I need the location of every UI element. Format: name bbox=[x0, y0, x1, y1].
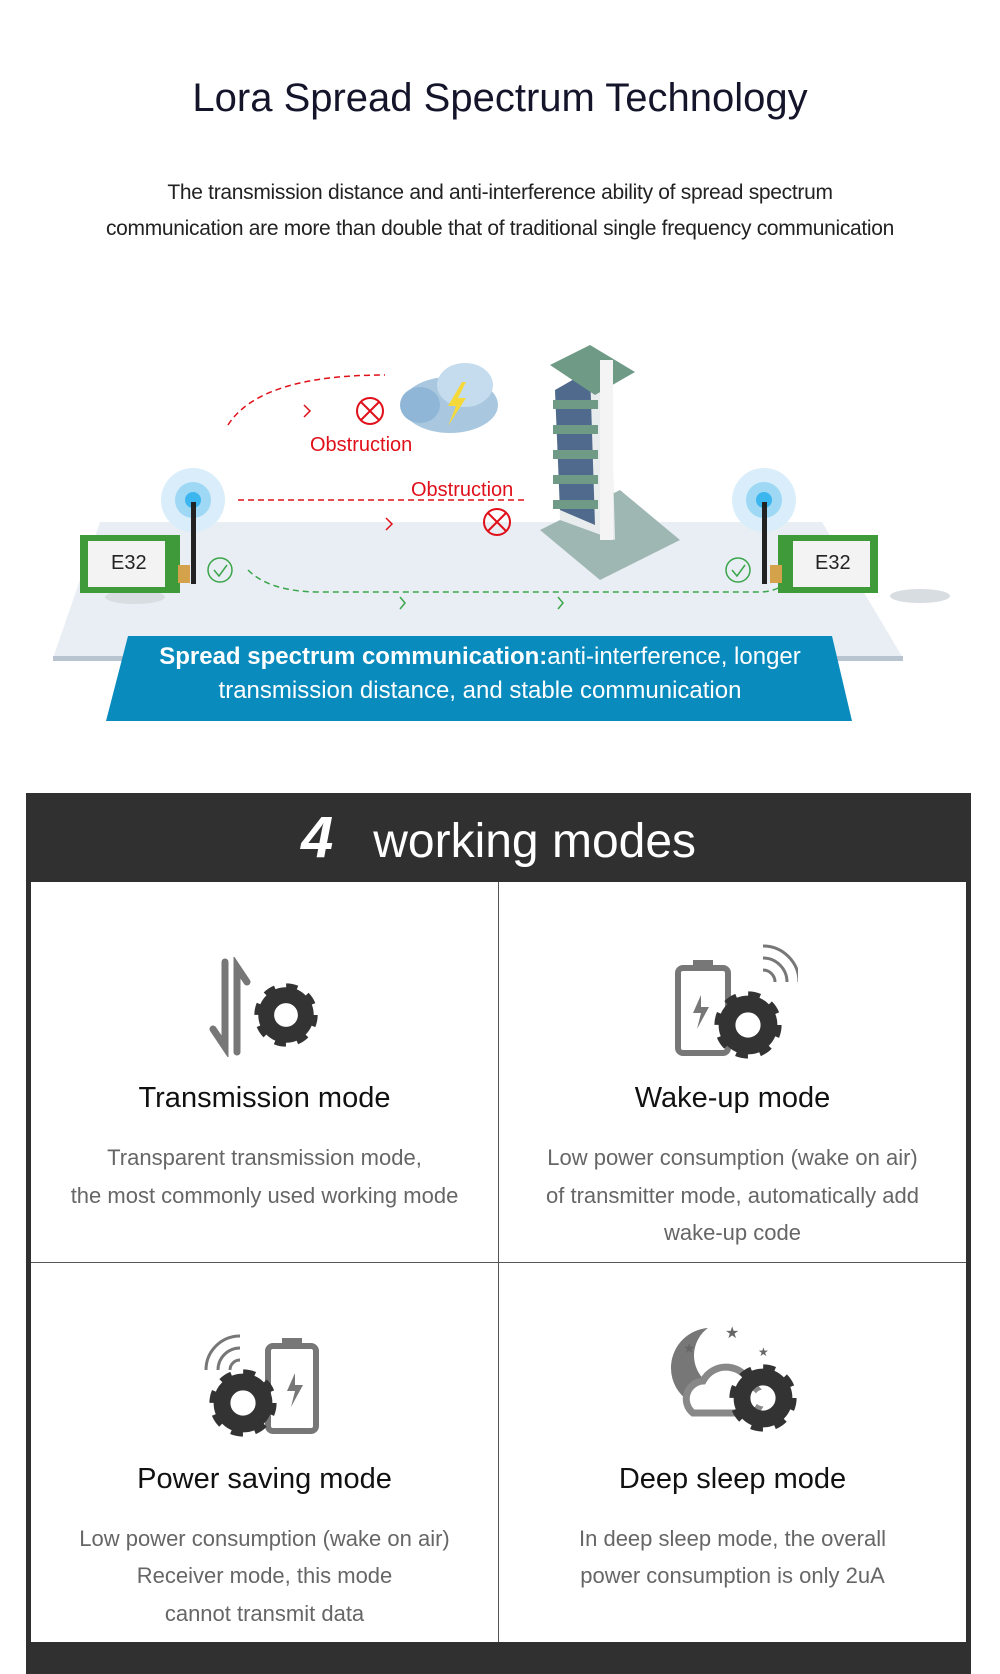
modes-heading-text: working modes bbox=[373, 815, 697, 868]
modes-count: 4 bbox=[300, 805, 334, 870]
check-icon bbox=[207, 557, 233, 583]
subtitle-line-2: communication are more than double that … bbox=[105, 217, 895, 240]
banner-line-2: transmission distance, and stable commun… bbox=[218, 677, 742, 704]
mode-description: Transparent transmission mode,the most c… bbox=[70, 1145, 459, 1208]
blocked-x-icon bbox=[356, 397, 384, 425]
working-modes-section: 4 working modes Transmission mode Transpa… bbox=[26, 793, 971, 1674]
e32-module-left bbox=[80, 535, 190, 593]
mode-title: Transmission mode bbox=[138, 1082, 391, 1114]
building-icon bbox=[540, 345, 680, 580]
module-label-right: E32 bbox=[815, 552, 851, 574]
banner-rest: anti-interference, longer bbox=[547, 643, 801, 670]
mode-card-power-saving: Power saving mode Low power consumption … bbox=[31, 1262, 498, 1642]
blocked-x-icon bbox=[483, 508, 511, 536]
svg-text:★: ★ bbox=[758, 1345, 769, 1359]
banner-text: Spread spectrum communication:anti-inter… bbox=[110, 640, 850, 708]
obstruction-label-cloud: Obstruction bbox=[310, 434, 413, 456]
moon-cloud-gear-icon: ★ ★ ★ bbox=[670, 1325, 803, 1438]
mode-description: Low power consumption (wake on air)of tr… bbox=[546, 1145, 919, 1245]
transfer-gear-icon bbox=[209, 957, 325, 1057]
mode-card-wake-up: Wake-up mode Low power consumption (wake… bbox=[499, 882, 966, 1262]
modes-heading: 4 working modes bbox=[26, 793, 971, 882]
obstruction-label-building: Obstruction bbox=[411, 479, 514, 501]
page-title: Lora Spread Spectrum Technology bbox=[192, 76, 808, 120]
e32-module-right bbox=[770, 535, 878, 593]
ground-platform bbox=[53, 522, 903, 658]
mode-title: Power saving mode bbox=[137, 1462, 392, 1495]
check-icon bbox=[725, 557, 751, 583]
banner-bold: Spread spectrum communication: bbox=[159, 643, 548, 670]
antenna-signal-icon bbox=[161, 468, 225, 584]
info-banner bbox=[106, 636, 852, 721]
signal-gear-battery-icon bbox=[204, 1334, 319, 1438]
svg-text:★: ★ bbox=[725, 1325, 739, 1342]
module-label-left: E32 bbox=[111, 552, 147, 574]
mode-card-transmission: Transmission mode Transparent transmissi… bbox=[31, 882, 498, 1262]
storm-cloud-icon bbox=[400, 363, 498, 433]
subtitle-line-1: The transmission distance and anti-inter… bbox=[167, 181, 833, 204]
mode-title: Deep sleep mode bbox=[618, 1462, 847, 1495]
mode-card-deep-sleep: ★ ★ ★ Deep sleep mode In deep sleep mode, … bbox=[499, 1262, 966, 1642]
svg-text:★: ★ bbox=[683, 1340, 696, 1356]
blocked-path-upper bbox=[227, 374, 386, 426]
battery-signal-gear-icon bbox=[674, 944, 798, 1060]
mode-title: Wake-up mode bbox=[634, 1082, 831, 1114]
antenna-signal-icon bbox=[732, 468, 796, 584]
spread-spectrum-diagram bbox=[53, 345, 950, 721]
mode-description: Low power consumption (wake on air)Recei… bbox=[79, 1525, 450, 1626]
